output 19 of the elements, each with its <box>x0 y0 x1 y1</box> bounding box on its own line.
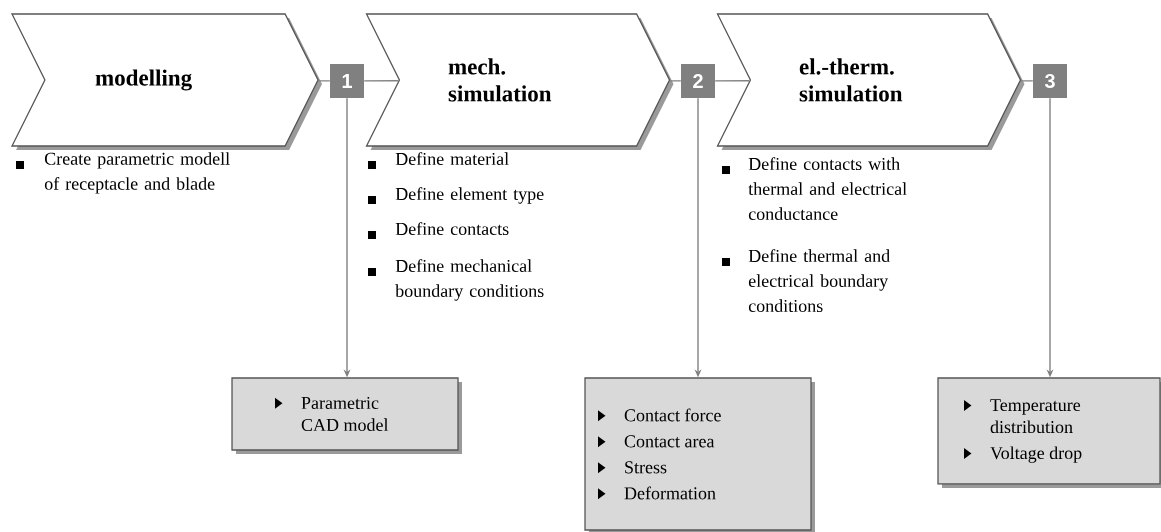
bullet-text: Define element type <box>395 187 544 204</box>
result-box: Temperature distribution Voltage drop <box>937 377 1161 488</box>
result-box: Parametric CAD model <box>231 377 462 454</box>
bullet-text: Create parametric modell of receptacle and blade <box>44 152 230 194</box>
bullet-text: Define mechanical boundary conditions <box>395 259 544 301</box>
bullet-text: Define thermal and electrical boundary conditions <box>748 249 890 313</box>
connector <box>669 80 682 82</box>
step-number-badge: 1 <box>330 64 364 98</box>
process-chevron: mech. simulation <box>365 13 674 150</box>
bullet-text: Define material <box>395 152 509 166</box>
bullet-text: Define contacts <box>395 222 509 236</box>
bullet-text: Define contacts with thermal and electrical conductance <box>748 157 907 221</box>
step-number-badge: 3 <box>1033 64 1067 98</box>
result-box: Contact force Contact area Stress Deformation <box>584 377 815 532</box>
step-number-badge: 2 <box>681 64 715 98</box>
connector <box>1020 80 1034 82</box>
process-chevron: el.-therm. simulation <box>716 13 1025 150</box>
connector <box>317 80 331 82</box>
process-chevron: modelling <box>10 13 322 150</box>
